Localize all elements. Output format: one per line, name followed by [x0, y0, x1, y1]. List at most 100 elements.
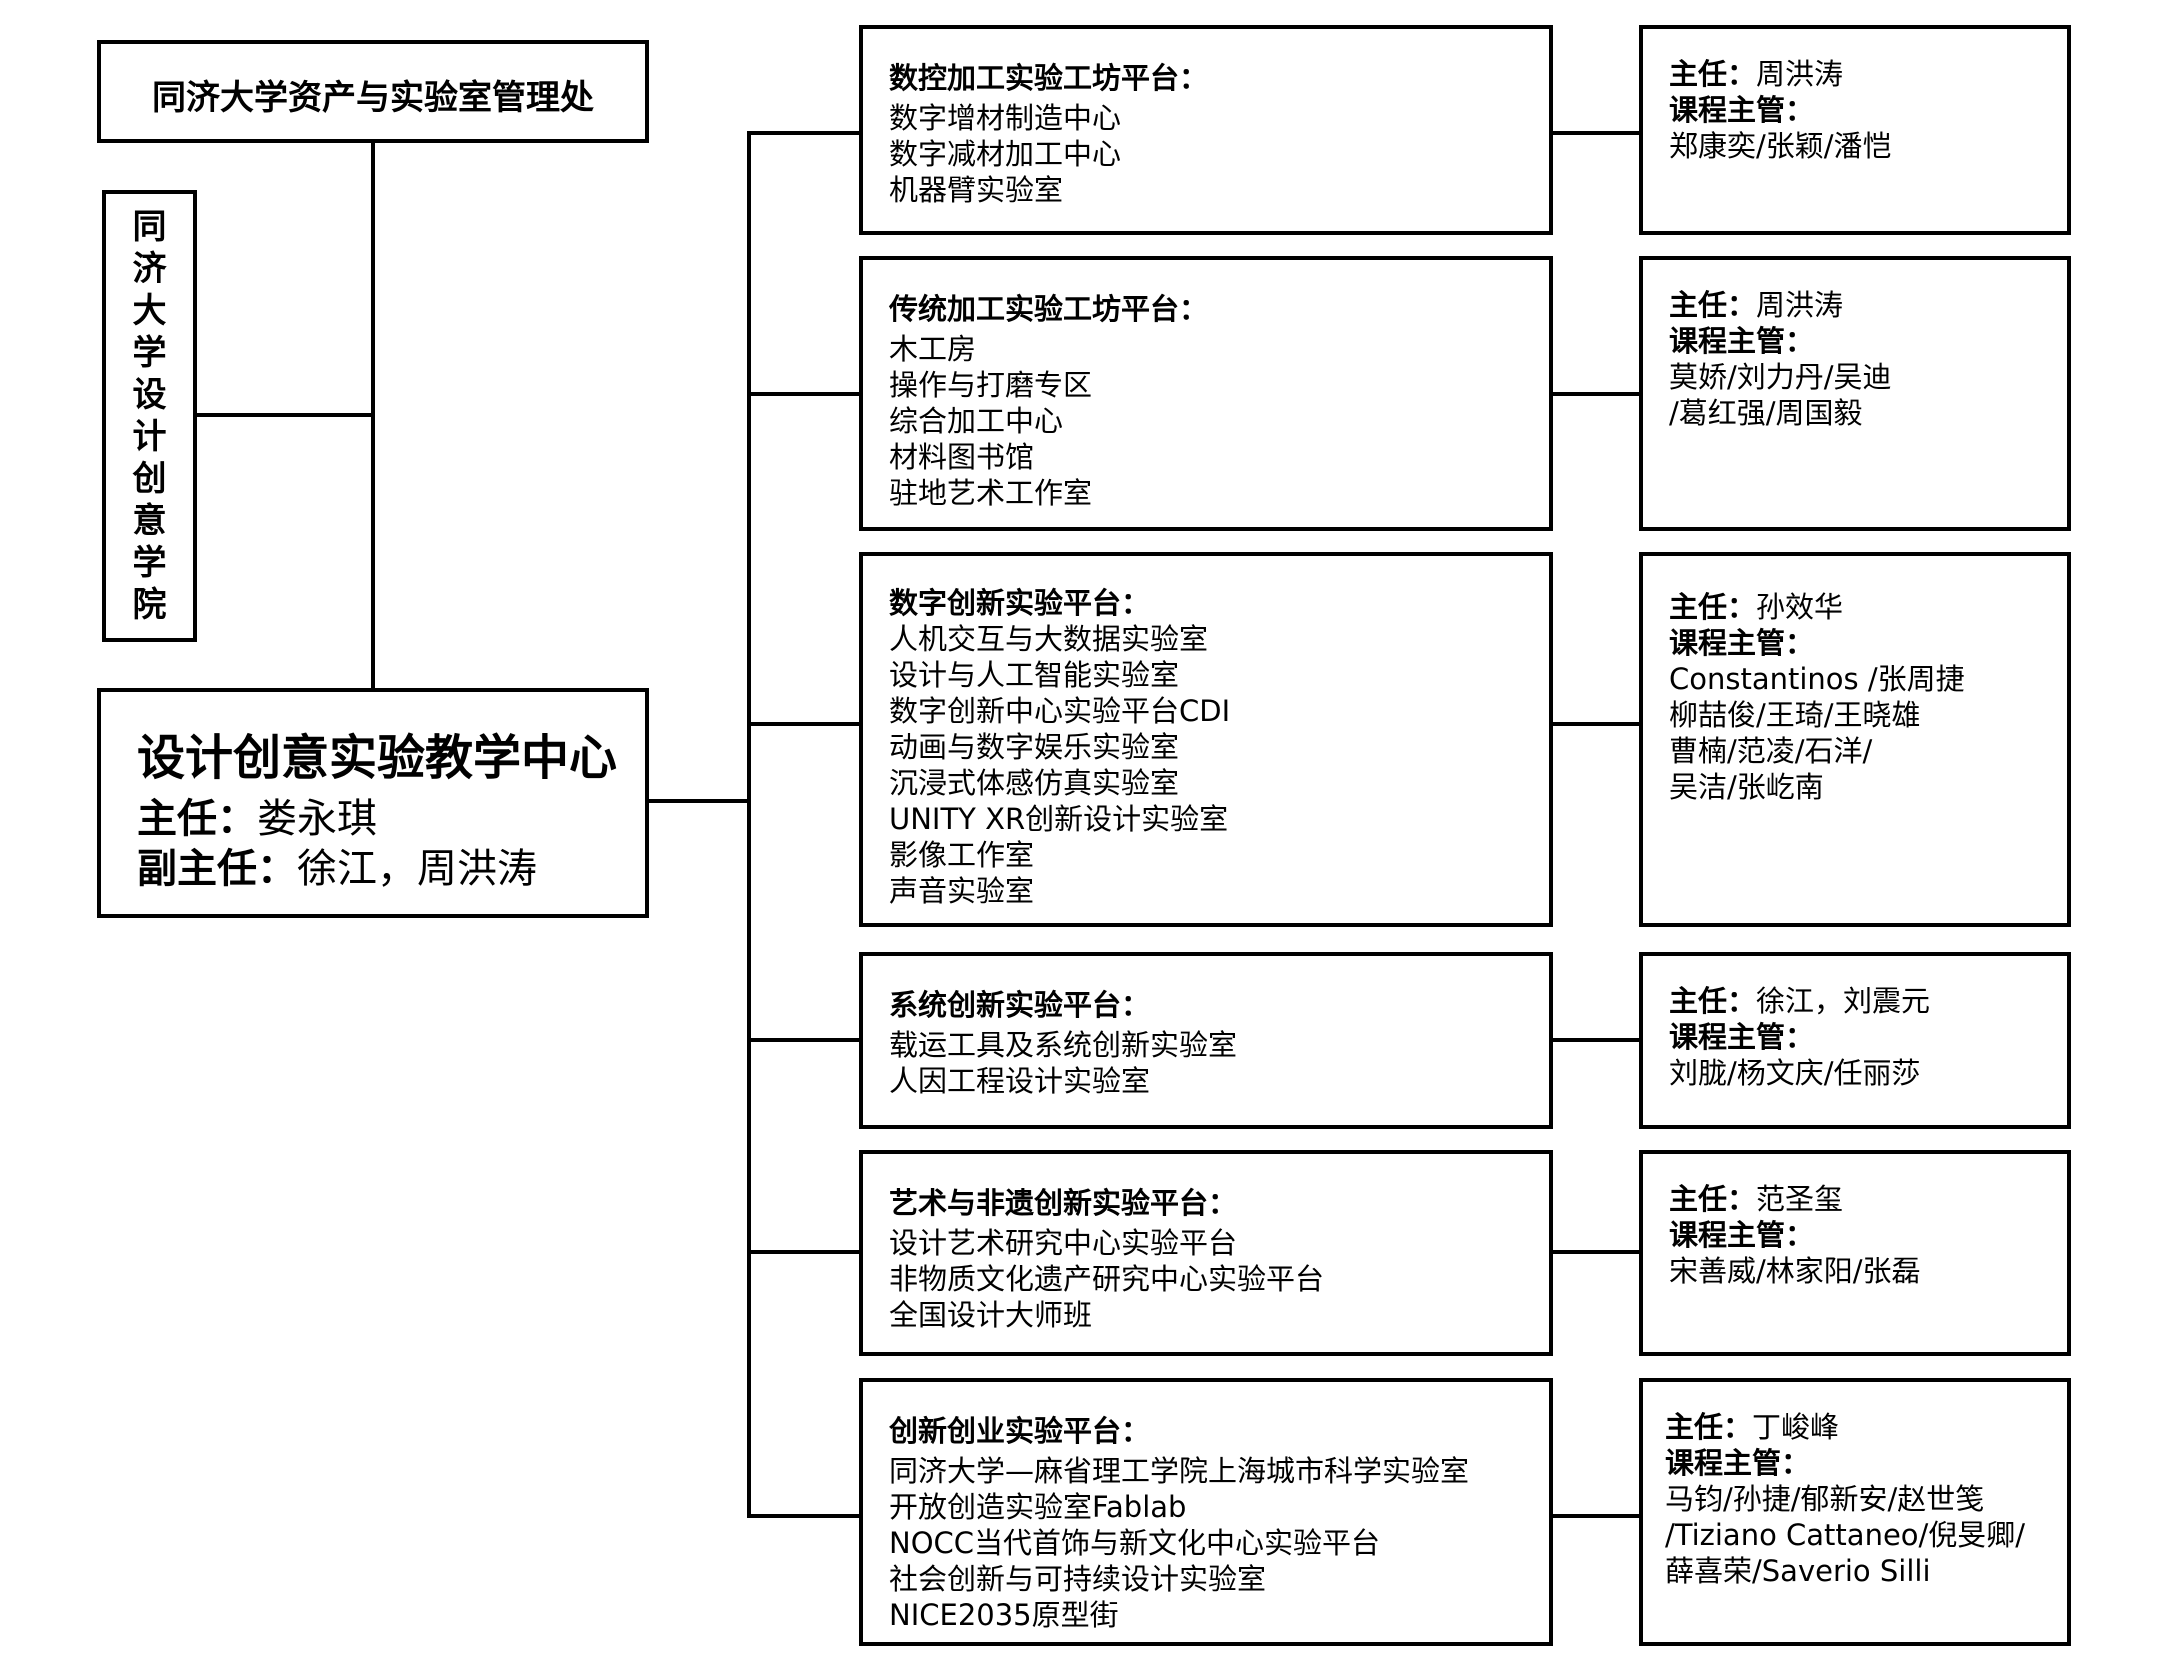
- platform-item: 开放创造实验室Fablab: [889, 1490, 1187, 1524]
- director-line: 主任：孙效华: [1669, 584, 1843, 626]
- college-box: 同济大学设计创意学院: [102, 190, 197, 642]
- director-line: 主任：徐江，刘震元: [1669, 978, 1930, 1020]
- connector-platform-director-6: [1551, 1514, 1639, 1518]
- course-managers: 宋善威/林家阳/张磊: [1669, 1254, 1921, 1288]
- platform-item: 机器臂实验室: [889, 173, 1064, 207]
- platform-item: 设计艺术研究中心实验平台: [889, 1226, 1238, 1260]
- director-label: 主任：: [1669, 57, 1757, 91]
- platform-item: 数字减材加工中心: [889, 137, 1122, 171]
- course-managers: 薛喜荣/Saverio Silli: [1665, 1554, 1931, 1588]
- course-label: 课程主管：: [1669, 1020, 1815, 1054]
- course-managers: /Tiziano Cattaneo/倪旻卿/: [1665, 1518, 2026, 1552]
- center-director-line: 主任：娄永琪: [137, 786, 377, 844]
- connector-trunk: [747, 131, 751, 1516]
- connector-platform-director-4: [1551, 1038, 1639, 1042]
- course-label: 课程主管：: [1665, 1446, 1811, 1480]
- director-name: 丁峻峰: [1752, 1410, 1840, 1444]
- platform-box-1: 数控加工实验工坊平台： 数字增材制造中心 数字减材加工中心 机器臂实验室: [859, 25, 1553, 235]
- platform-item: UNITY XR创新设计实验室: [889, 802, 1229, 836]
- platform-item: NICE2035原型街: [889, 1598, 1119, 1632]
- platform-item: 非物质文化遗产研究中心实验平台: [889, 1262, 1325, 1296]
- platform-item: 载运工具及系统创新实验室: [889, 1028, 1238, 1062]
- connector-platform-director-5: [1551, 1250, 1639, 1254]
- course-managers: Constantinos /张周捷: [1669, 662, 1965, 696]
- connector-top-to-center: [371, 143, 375, 688]
- center-deputy-line: 副主任：徐江，周洪涛: [137, 836, 537, 894]
- platform-item: 社会创新与可持续设计实验室: [889, 1562, 1267, 1596]
- platform-title-6: 创新创业实验平台：: [889, 1414, 1151, 1448]
- platform-item: 驻地艺术工作室: [889, 476, 1093, 510]
- platform-box-3: 数字创新实验平台： 人机交互与大数据实验室 设计与人工智能实验室 数字创新中心实…: [859, 552, 1553, 927]
- center-director-label: 主任：: [137, 796, 257, 842]
- director-box-6: 主任：丁峻峰 课程主管： 马钧/孙捷/郁新安/赵世笺 /Tiziano Catt…: [1639, 1378, 2071, 1646]
- center-deputy-label: 副主任：: [137, 846, 297, 892]
- course-label-line: 课程主管：: [1669, 87, 1814, 129]
- platform-item: 数字创新中心实验平台CDI: [889, 694, 1231, 728]
- center-deputy-names: 徐江，周洪涛: [297, 846, 537, 892]
- platform-title-3: 数字创新实验平台：: [889, 586, 1151, 620]
- course-managers: 郑康奕/张颖/潘恺: [1669, 129, 1892, 163]
- platform-item: 影像工作室: [889, 838, 1035, 872]
- center-director-name: 娄永琪: [257, 796, 377, 842]
- director-label: 主任：: [1669, 288, 1757, 322]
- director-label: 主任：: [1665, 1410, 1753, 1444]
- director-label: 主任：: [1669, 590, 1757, 624]
- course-label-line: 课程主管：: [1669, 1014, 1814, 1056]
- course-managers: 曹楠/范凌/石洋/: [1669, 734, 1873, 768]
- connector-branch-3: [747, 722, 859, 726]
- director-name: 周洪涛: [1756, 57, 1844, 91]
- director-line: 主任：范圣玺: [1669, 1176, 1843, 1218]
- center-box: 设计创意实验教学中心 主任：娄永琪 副主任：徐江，周洪涛: [97, 688, 649, 918]
- connector-branch-4: [747, 1038, 859, 1042]
- platform-item: 木工房: [889, 332, 977, 366]
- course-label: 课程主管：: [1669, 324, 1815, 358]
- course-label-line: 课程主管：: [1669, 1212, 1814, 1254]
- connector-platform-director-1: [1551, 131, 1639, 135]
- course-managers: 吴洁/张屹南: [1669, 770, 1824, 804]
- director-box-4: 主任：徐江，刘震元 课程主管： 刘胧/杨文庆/任丽莎: [1639, 952, 2071, 1129]
- course-managers: 柳喆俊/王琦/王晓雄: [1669, 698, 1921, 732]
- platform-box-5: 艺术与非遗创新实验平台： 设计艺术研究中心实验平台 非物质文化遗产研究中心实验平…: [859, 1150, 1553, 1356]
- platform-title-5: 艺术与非遗创新实验平台：: [889, 1186, 1238, 1220]
- platform-item: 同济大学—麻省理工学院上海城市科学实验室: [889, 1454, 1470, 1488]
- connector-center-to-trunk: [649, 799, 749, 803]
- director-name: 范圣玺: [1756, 1182, 1844, 1216]
- connector-branch-5: [747, 1250, 859, 1254]
- director-line: 主任：周洪涛: [1669, 282, 1843, 324]
- platform-title-1: 数控加工实验工坊平台：: [889, 61, 1209, 95]
- platform-item: NOCC当代首饰与新文化中心实验平台: [889, 1526, 1381, 1560]
- director-box-3: 主任：孙效华 课程主管： Constantinos /张周捷 柳喆俊/王琦/王晓…: [1639, 552, 2071, 927]
- platform-item: 人因工程设计实验室: [889, 1064, 1151, 1098]
- director-line: 主任：周洪涛: [1669, 51, 1843, 93]
- platform-item: 设计与人工智能实验室: [889, 658, 1180, 692]
- course-managers: 刘胧/杨文庆/任丽莎: [1669, 1056, 1921, 1090]
- connector-platform-director-2: [1551, 392, 1639, 396]
- platform-title-4: 系统创新实验平台：: [889, 988, 1151, 1022]
- course-label-line: 课程主管：: [1665, 1440, 1810, 1482]
- platform-item: 人机交互与大数据实验室: [889, 622, 1209, 656]
- director-name: 孙效华: [1756, 590, 1844, 624]
- director-box-2: 主任：周洪涛 课程主管： 莫娇/刘力丹/吴迪 /葛红强/周国毅: [1639, 256, 2071, 531]
- director-label: 主任：: [1669, 1182, 1757, 1216]
- director-box-1: 主任：周洪涛 课程主管： 郑康奕/张颖/潘恺: [1639, 25, 2071, 235]
- connector-college: [197, 413, 373, 417]
- platform-item: 声音实验室: [889, 874, 1035, 908]
- platform-box-2: 传统加工实验工坊平台： 木工房 操作与打磨专区 综合加工中心 材料图书馆 驻地艺…: [859, 256, 1553, 531]
- platform-item: 沉浸式体感仿真实验室: [889, 766, 1180, 800]
- course-label-line: 课程主管：: [1669, 620, 1814, 662]
- course-managers: 莫娇/刘力丹/吴迪: [1669, 360, 1892, 394]
- platform-box-6: 创新创业实验平台： 同济大学—麻省理工学院上海城市科学实验室 开放创造实验室Fa…: [859, 1378, 1553, 1646]
- connector-branch-6: [747, 1514, 859, 1518]
- course-label: 课程主管：: [1669, 93, 1815, 127]
- platform-item: 数字增材制造中心: [889, 101, 1122, 135]
- director-name: 周洪涛: [1756, 288, 1844, 322]
- course-label-line: 课程主管：: [1669, 318, 1814, 360]
- platform-item: 材料图书馆: [889, 440, 1035, 474]
- platform-title-2: 传统加工实验工坊平台：: [889, 292, 1209, 326]
- course-managers: /葛红强/周国毅: [1669, 396, 1863, 430]
- course-label: 课程主管：: [1669, 626, 1815, 660]
- director-line: 主任：丁峻峰: [1665, 1404, 1839, 1446]
- connector-branch-1: [747, 131, 859, 135]
- platform-item: 动画与数字娱乐实验室: [889, 730, 1180, 764]
- college-title: 同济大学设计创意学院: [132, 207, 167, 625]
